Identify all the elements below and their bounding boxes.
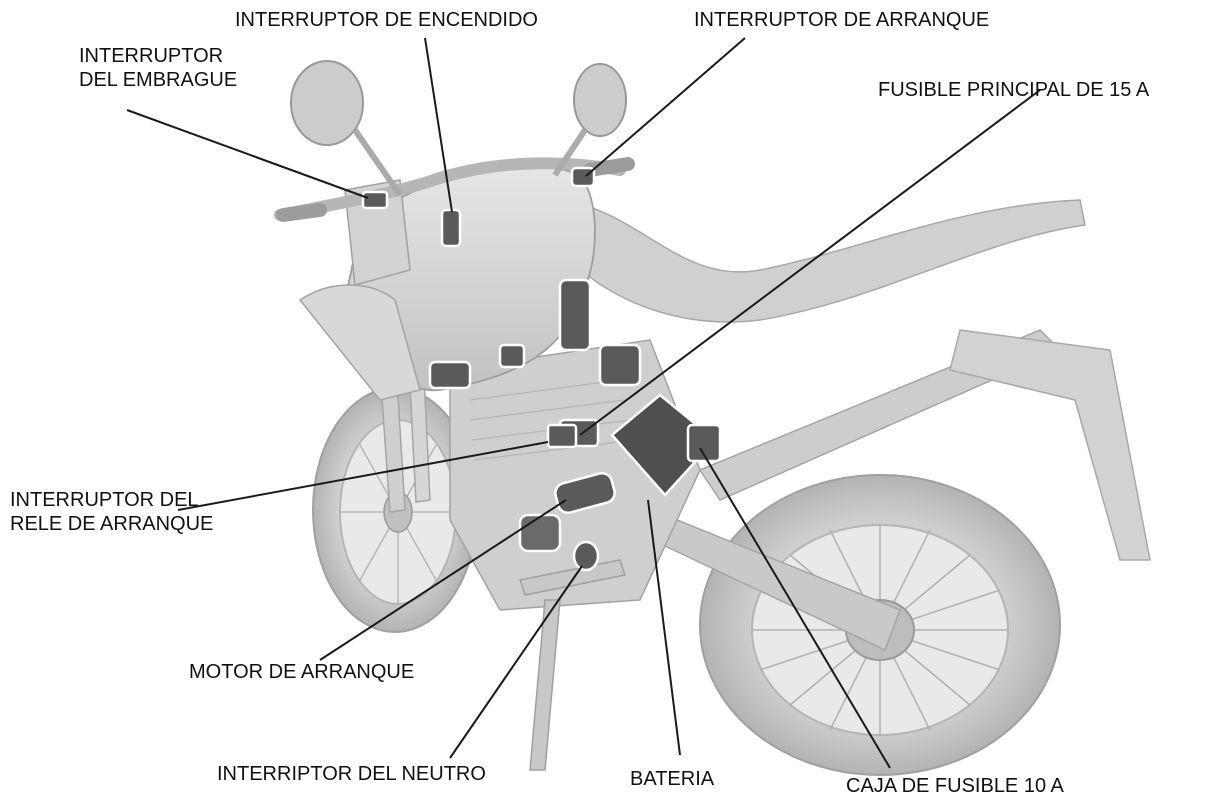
label-starter-relay-line2: RELE DE ARRANQUE (10, 512, 213, 536)
ignition-switch-part (442, 210, 460, 246)
label-battery: BATERIA (630, 767, 714, 791)
label-clutch-switch-line2: DEL EMBRAGUE (79, 68, 237, 92)
connector-part (500, 345, 524, 367)
label-clutch-switch: INTERRUPTOR DEL EMBRAGUE (79, 44, 237, 92)
label-main-fuse: FUSIBLE PRINCIPAL DE 15 A (878, 78, 1149, 102)
clutch-switch-part (363, 192, 387, 208)
relay-part (600, 345, 640, 385)
label-fuse-box: CAJA DE FUSIBLE 10 A (846, 774, 1064, 798)
label-starter-motor: MOTOR DE ARRANQUE (189, 660, 414, 684)
label-starter-relay-line1: INTERRUPTOR DEL (10, 488, 213, 512)
label-starter-switch: INTERRUPTOR DE ARRANQUE (694, 8, 989, 32)
ignition-coil-part (560, 280, 590, 350)
starter-relay-part (548, 425, 576, 447)
neutral-switch-part (574, 542, 598, 570)
regulator-part (430, 362, 470, 388)
starter-gear-part (520, 515, 560, 551)
seat (560, 200, 1085, 322)
label-neutral-switch: INTERRIPTOR DEL NEUTRO (217, 762, 486, 786)
label-ignition-switch: INTERRUPTOR DE ENCENDIDO (235, 8, 538, 32)
label-clutch-switch-line1: INTERRUPTOR (79, 44, 237, 68)
label-starter-relay: INTERRUPTOR DEL RELE DE ARRANQUE (10, 488, 213, 536)
